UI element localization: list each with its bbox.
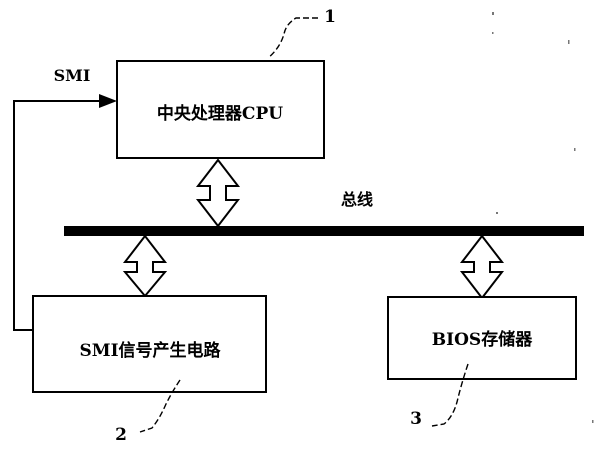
ref-number-1: 1: [324, 7, 336, 27]
bus-smi-arrow: [122, 234, 168, 298]
smi-circuit-block: [32, 295, 267, 393]
ref-number-2: 2: [115, 425, 127, 445]
bios-label: BIOS存储器: [432, 329, 533, 350]
leader-line-1: [267, 17, 318, 59]
bios-block: [387, 296, 577, 380]
ref-number-3: 3: [410, 409, 422, 429]
leader-line-3: [431, 363, 469, 427]
leader-line-2: [139, 379, 181, 433]
smi-signal-line: [13, 100, 100, 331]
bus-label: 总线: [341, 190, 373, 209]
cpu-block: [116, 60, 325, 159]
smi-signal-label: SMI: [54, 66, 91, 85]
smi-arrowhead: [99, 94, 117, 108]
scan-noise: [492, 12, 594, 423]
bus-bar: [64, 226, 584, 236]
bus-bios-arrow: [459, 234, 505, 300]
smi-circuit-label: SMI信号产生电路: [79, 340, 221, 361]
cpu-bus-arrow: [195, 158, 241, 228]
cpu-label: 中央处理器CPU: [157, 103, 283, 124]
